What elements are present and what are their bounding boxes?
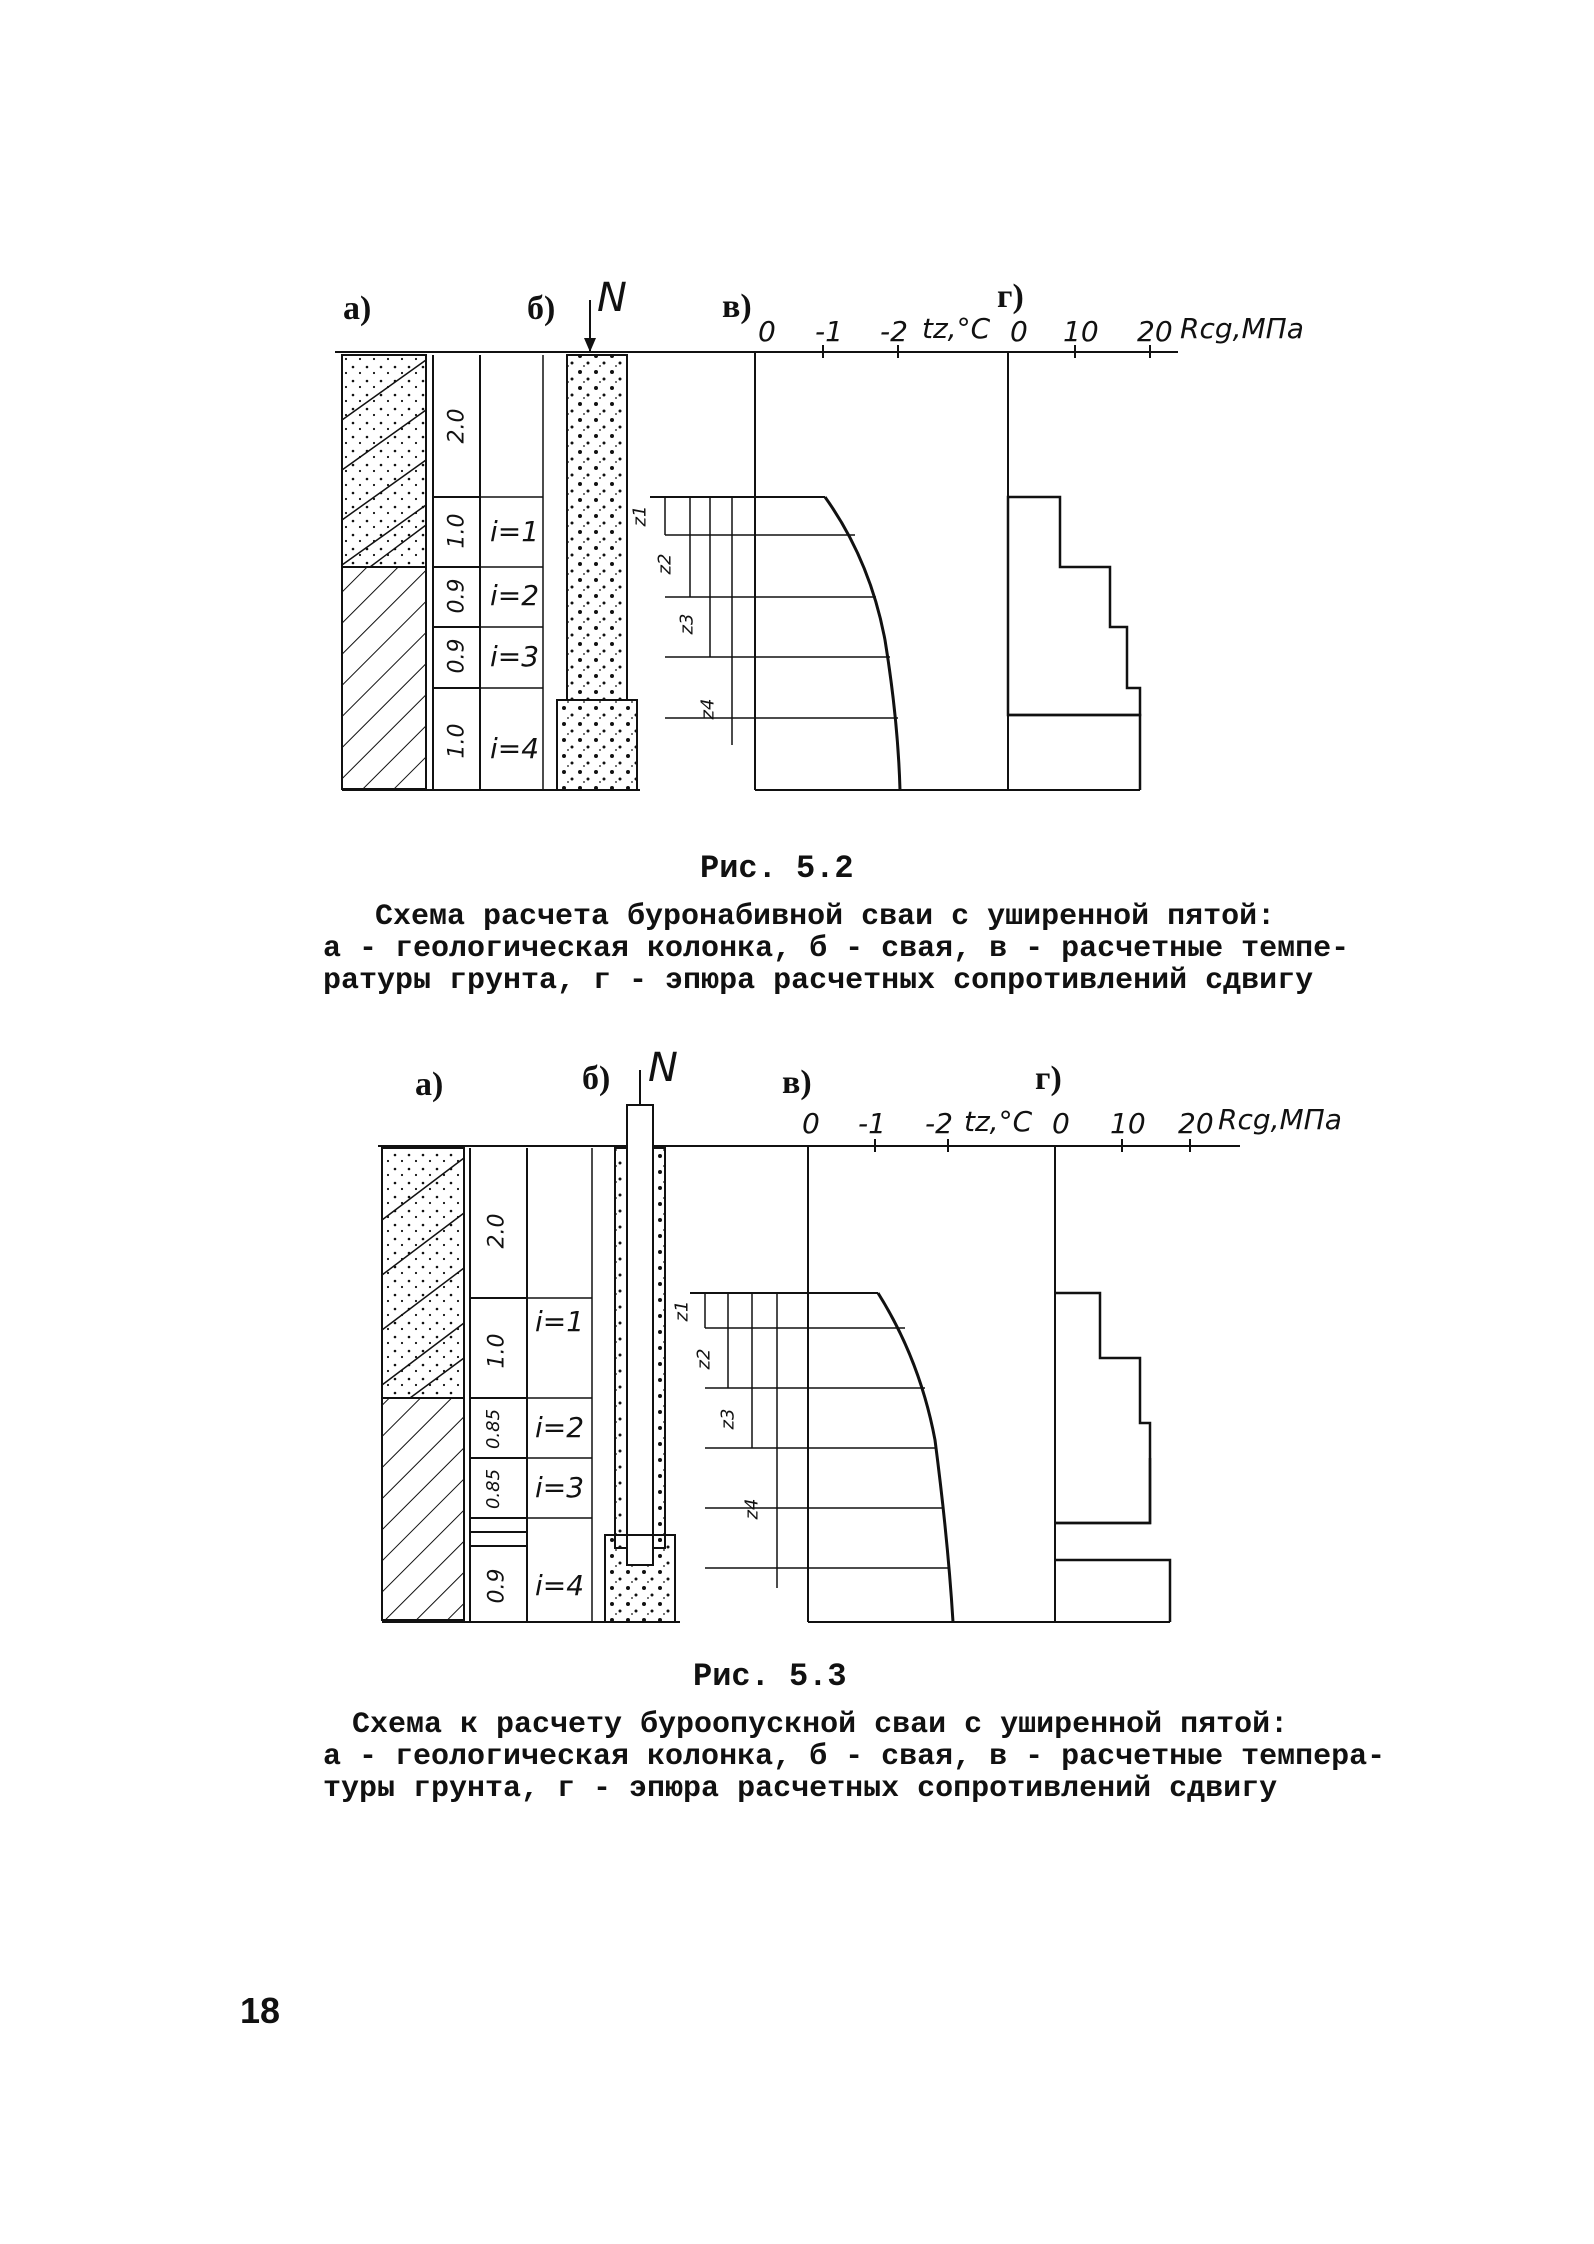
temp-tick-1: -1 — [858, 1107, 886, 1140]
caption-line: туры грунта, г - эпюра расчетных сопроти… — [323, 1772, 1278, 1806]
shear-tick-0: 0 — [1010, 315, 1028, 348]
depth-label: z1 — [629, 505, 651, 527]
layer-index-label: i=3 — [535, 1471, 585, 1504]
depth-label: z1 — [671, 1300, 693, 1322]
shear-axis-label: Rcg,МПа — [1180, 312, 1304, 345]
thickness-label: 1.0 — [444, 513, 470, 549]
panel-v-label: в) — [722, 288, 752, 325]
shear-tick-0: 0 — [1052, 1107, 1070, 1140]
thickness-label: 0.85 — [483, 1468, 505, 1510]
layer-index-label: i=1 — [535, 1305, 585, 1338]
caption-line: Схема к расчету буроопускной сваи с ушир… — [352, 1708, 1289, 1742]
thickness-label: 0.85 — [483, 1408, 505, 1450]
caption-line: а - геологическая колонка, б - свая, в -… — [323, 1740, 1386, 1774]
shear-tick-1: 10 — [1063, 315, 1099, 348]
thickness-label: 0.9 — [444, 638, 470, 674]
panel-b-label: б) — [582, 1060, 611, 1097]
temp-tick-2: -2 — [880, 315, 908, 348]
caption-line: а - геологическая колонка, б - свая, в -… — [323, 932, 1350, 966]
thickness-label: 2.0 — [484, 1213, 510, 1249]
thickness-label: 2.0 — [444, 408, 470, 444]
panel-v-label: в) — [782, 1064, 812, 1101]
figure-5-3-drawing — [378, 1070, 1240, 1623]
temp-tick-1: -1 — [815, 315, 843, 348]
temp-axis-label: tz,°C — [964, 1105, 1033, 1138]
figure-5-2: а) б) N в) г) 0 -1 -2 tz,°C 0 10 20 Rcg,… — [0, 0, 1594, 1000]
panel-a-label: а) — [343, 290, 372, 327]
panel-g-label: г) — [1035, 1060, 1062, 1097]
shear-tick-2: 20 — [1178, 1107, 1214, 1140]
load-label: N — [648, 1045, 678, 1091]
caption-line: ратуры грунта, г - эпюра расчетных сопро… — [323, 964, 1314, 998]
depth-label: z3 — [676, 613, 698, 635]
layer-index-label: i=4 — [490, 732, 540, 765]
load-label: N — [597, 275, 627, 321]
panel-b-label: б) — [527, 290, 556, 327]
figure-5-2-drawing — [335, 300, 1178, 791]
layer-index-label: i=3 — [490, 640, 540, 673]
layer-index-label: i=2 — [535, 1411, 585, 1444]
figure-5-3: а) б) N в) г) 0 -1 -2 tz,°C 0 10 20 Rcg,… — [0, 1040, 1594, 1840]
page-number: 18 — [240, 1990, 281, 2031]
thickness-label: 1.0 — [444, 723, 470, 759]
temp-tick-2: -2 — [925, 1107, 953, 1140]
panel-a-label: а) — [415, 1066, 444, 1103]
depth-label: z3 — [717, 1408, 739, 1430]
temp-tick-0: 0 — [802, 1107, 820, 1140]
shear-axis-label: Rcg,МПа — [1218, 1103, 1342, 1136]
layer-index-label: i=1 — [490, 515, 540, 548]
depth-label: z4 — [741, 1498, 763, 1520]
depth-label: z2 — [693, 1348, 715, 1370]
depth-label: z2 — [654, 553, 676, 575]
shear-tick-1: 10 — [1110, 1107, 1146, 1140]
thickness-label: 0.9 — [444, 578, 470, 614]
panel-g-label: г) — [997, 278, 1024, 315]
figure-number: Рис. 5.3 — [693, 1658, 847, 1695]
caption-line: Схема расчета буронабивной сваи с уширен… — [375, 900, 1276, 934]
depth-label: z4 — [697, 698, 719, 720]
shear-tick-2: 20 — [1137, 315, 1173, 348]
thickness-label: 1.0 — [484, 1333, 510, 1369]
thickness-label: 0.9 — [484, 1568, 510, 1604]
temp-tick-0: 0 — [758, 315, 776, 348]
layer-index-label: i=4 — [535, 1569, 585, 1602]
layer-index-label: i=2 — [490, 579, 540, 612]
temp-axis-label: tz,°C — [922, 312, 991, 345]
figure-number: Рис. 5.2 — [700, 850, 854, 887]
